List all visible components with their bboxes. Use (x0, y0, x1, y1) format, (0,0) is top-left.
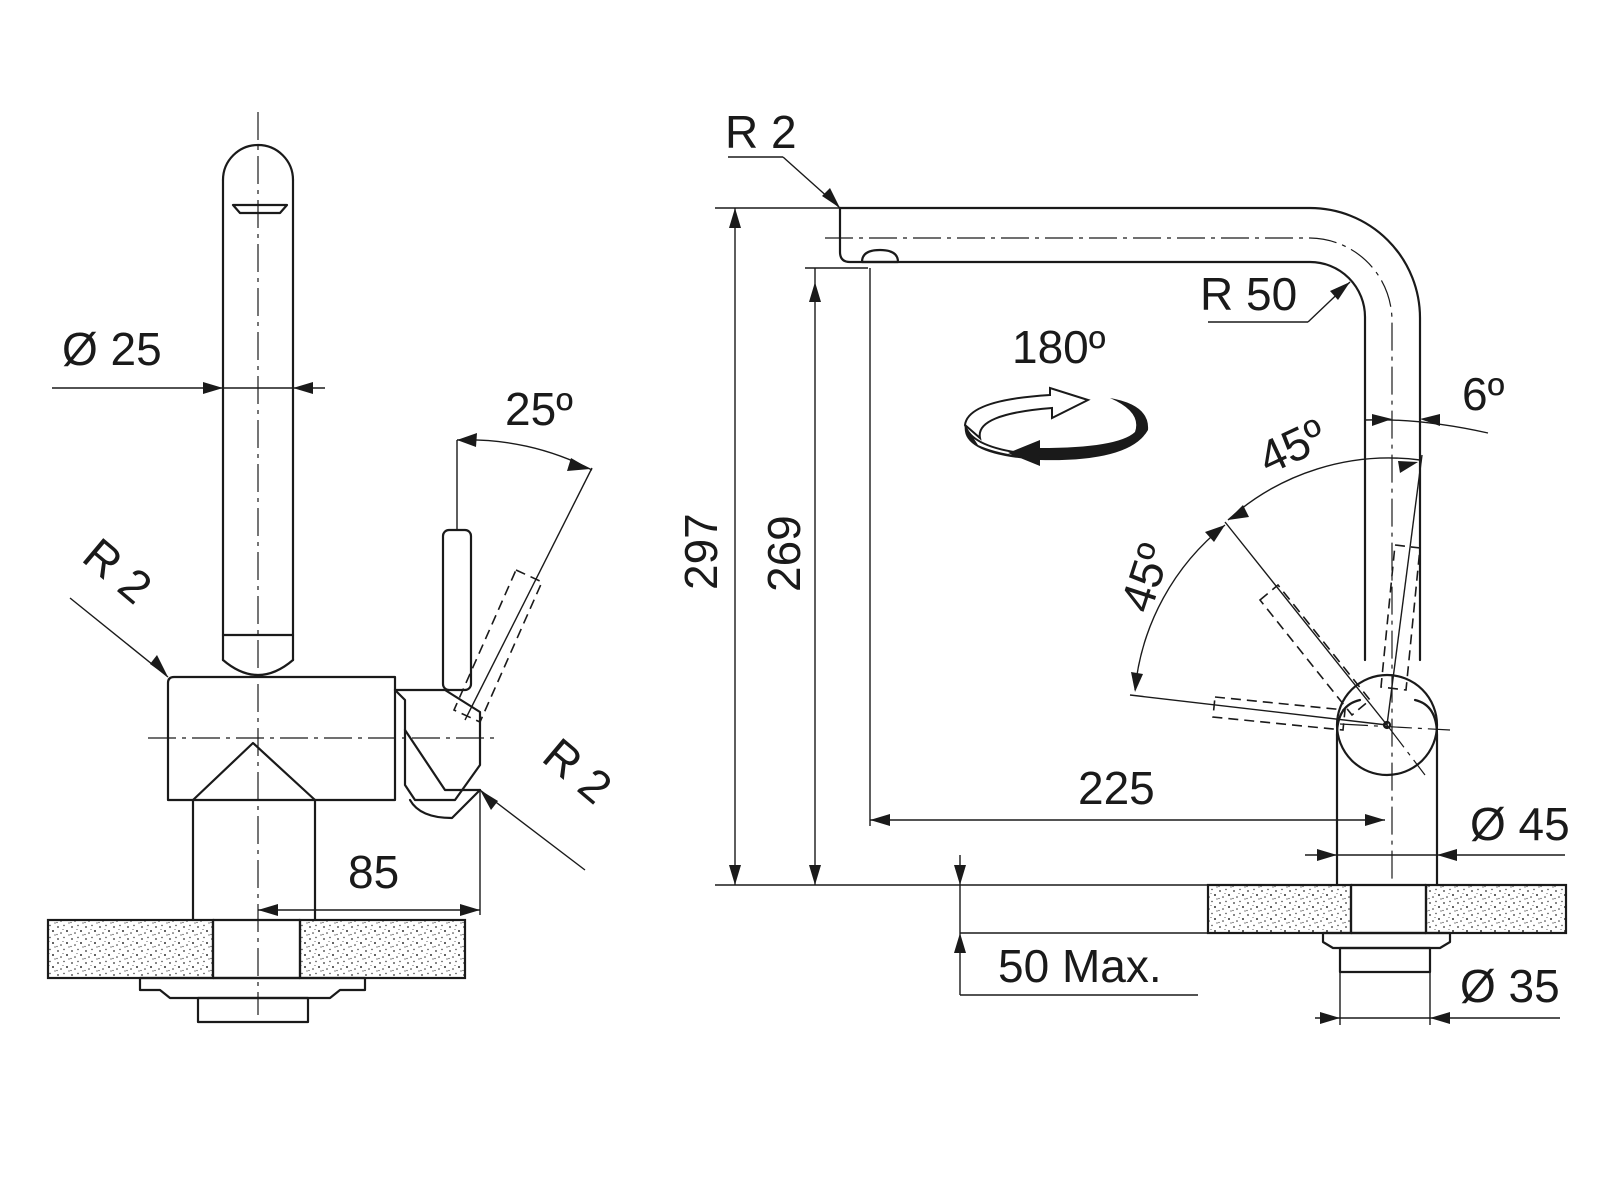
side-dim-radius-top: R 2 (725, 106, 841, 209)
front-lever-tilted (452, 568, 544, 724)
label-lever-tilt: 6º (1462, 368, 1505, 420)
side-swivel-indicator: 180º (963, 321, 1149, 466)
label-outlet-height: 269 (758, 515, 810, 592)
label-lever-offset: 85 (348, 846, 399, 898)
label-angle-lower: 45º (1110, 537, 1181, 618)
side-worktop (1206, 883, 1568, 935)
side-dim-angle-upper: 45º (1227, 408, 1421, 521)
side-mounting-set (1321, 931, 1452, 974)
label-total-height: 297 (675, 513, 727, 590)
front-worktop (46, 918, 467, 980)
label-radius-left: R 2 (74, 528, 162, 614)
side-lever-90 (1129, 694, 1451, 731)
side-dim-body-diameter: Ø 45 (1305, 798, 1570, 861)
front-spout (221, 112, 295, 1015)
side-dim-worktop-thickness: 50 Max. (954, 855, 1198, 996)
front-view: Ø 25 25º R 2 R 2 85 (46, 112, 622, 1024)
front-lever-upright (441, 528, 473, 692)
label-hole-diameter: Ø 35 (1460, 960, 1560, 1012)
side-lever-tilted-6 (1380, 454, 1423, 726)
side-body (1335, 673, 1439, 887)
side-dim-bend-radius: R 50 (1200, 268, 1351, 323)
label-bend-radius: R 50 (1200, 268, 1297, 320)
label-worktop-thickness: 50 Max. (998, 940, 1162, 992)
front-base-column (191, 741, 317, 922)
side-lever-45 (1224, 521, 1426, 776)
label-swivel-angle: 180º (1012, 321, 1106, 373)
front-dim-radius-left: R 2 (69, 528, 169, 678)
front-dim-spout-diameter: Ø 25 (52, 323, 325, 394)
label-angle-upper: 45º (1250, 408, 1334, 484)
label-radius-top: R 2 (725, 106, 797, 158)
side-dim-spout-reach: 225 (869, 268, 1385, 826)
front-dim-lever-angle: 25º (456, 383, 593, 471)
label-spout-diameter: Ø 25 (62, 323, 162, 375)
front-mounting-set (138, 976, 367, 1024)
side-dim-hole-diameter: Ø 35 (1315, 960, 1560, 1025)
label-spout-reach: 225 (1078, 762, 1155, 814)
side-spout (825, 206, 1422, 885)
front-body (166, 675, 482, 820)
front-dim-radius-right: R 2 (479, 728, 622, 871)
side-dim-lever-tilt: 6º (1364, 368, 1505, 434)
side-view: R 2 R 50 180º 6º 45º (675, 106, 1570, 1025)
label-radius-right: R 2 (534, 728, 622, 814)
side-dim-total-height: 297 (675, 207, 840, 885)
front-dim-lever-offset: 85 (258, 790, 481, 916)
label-body-diameter: Ø 45 (1470, 798, 1570, 850)
side-dim-angle-lower: 45º (1110, 524, 1226, 692)
label-lever-angle: 25º (505, 383, 573, 435)
side-dim-outlet-height: 269 (758, 267, 868, 885)
